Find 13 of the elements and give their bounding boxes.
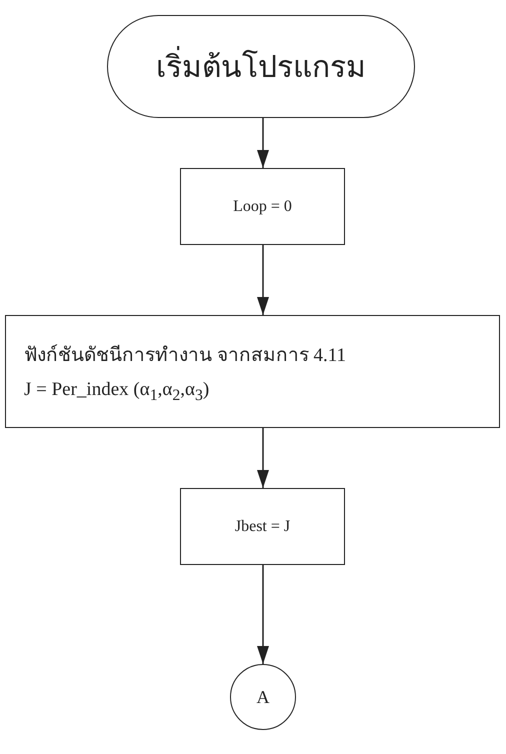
process-box <box>5 315 500 428</box>
node-text: Jbest = J <box>234 518 290 536</box>
node-text: ฟังก์ชันดัชนีการทำงาน จากสมการ 4.11 <box>24 343 346 368</box>
process-box <box>180 488 345 565</box>
arrow <box>257 118 269 168</box>
node-text: J = Per_index (α$_{1}$,α$_{2}$,α$_{3}$) <box>24 378 210 404</box>
node-text: เริ่มต้นโปรแกรม <box>156 43 366 90</box>
arrow <box>257 245 269 315</box>
arrow <box>257 428 269 488</box>
node-text: Loop = 0 <box>233 198 292 216</box>
arrow <box>257 565 269 664</box>
process-box <box>180 168 345 245</box>
node-text: A <box>256 686 270 708</box>
